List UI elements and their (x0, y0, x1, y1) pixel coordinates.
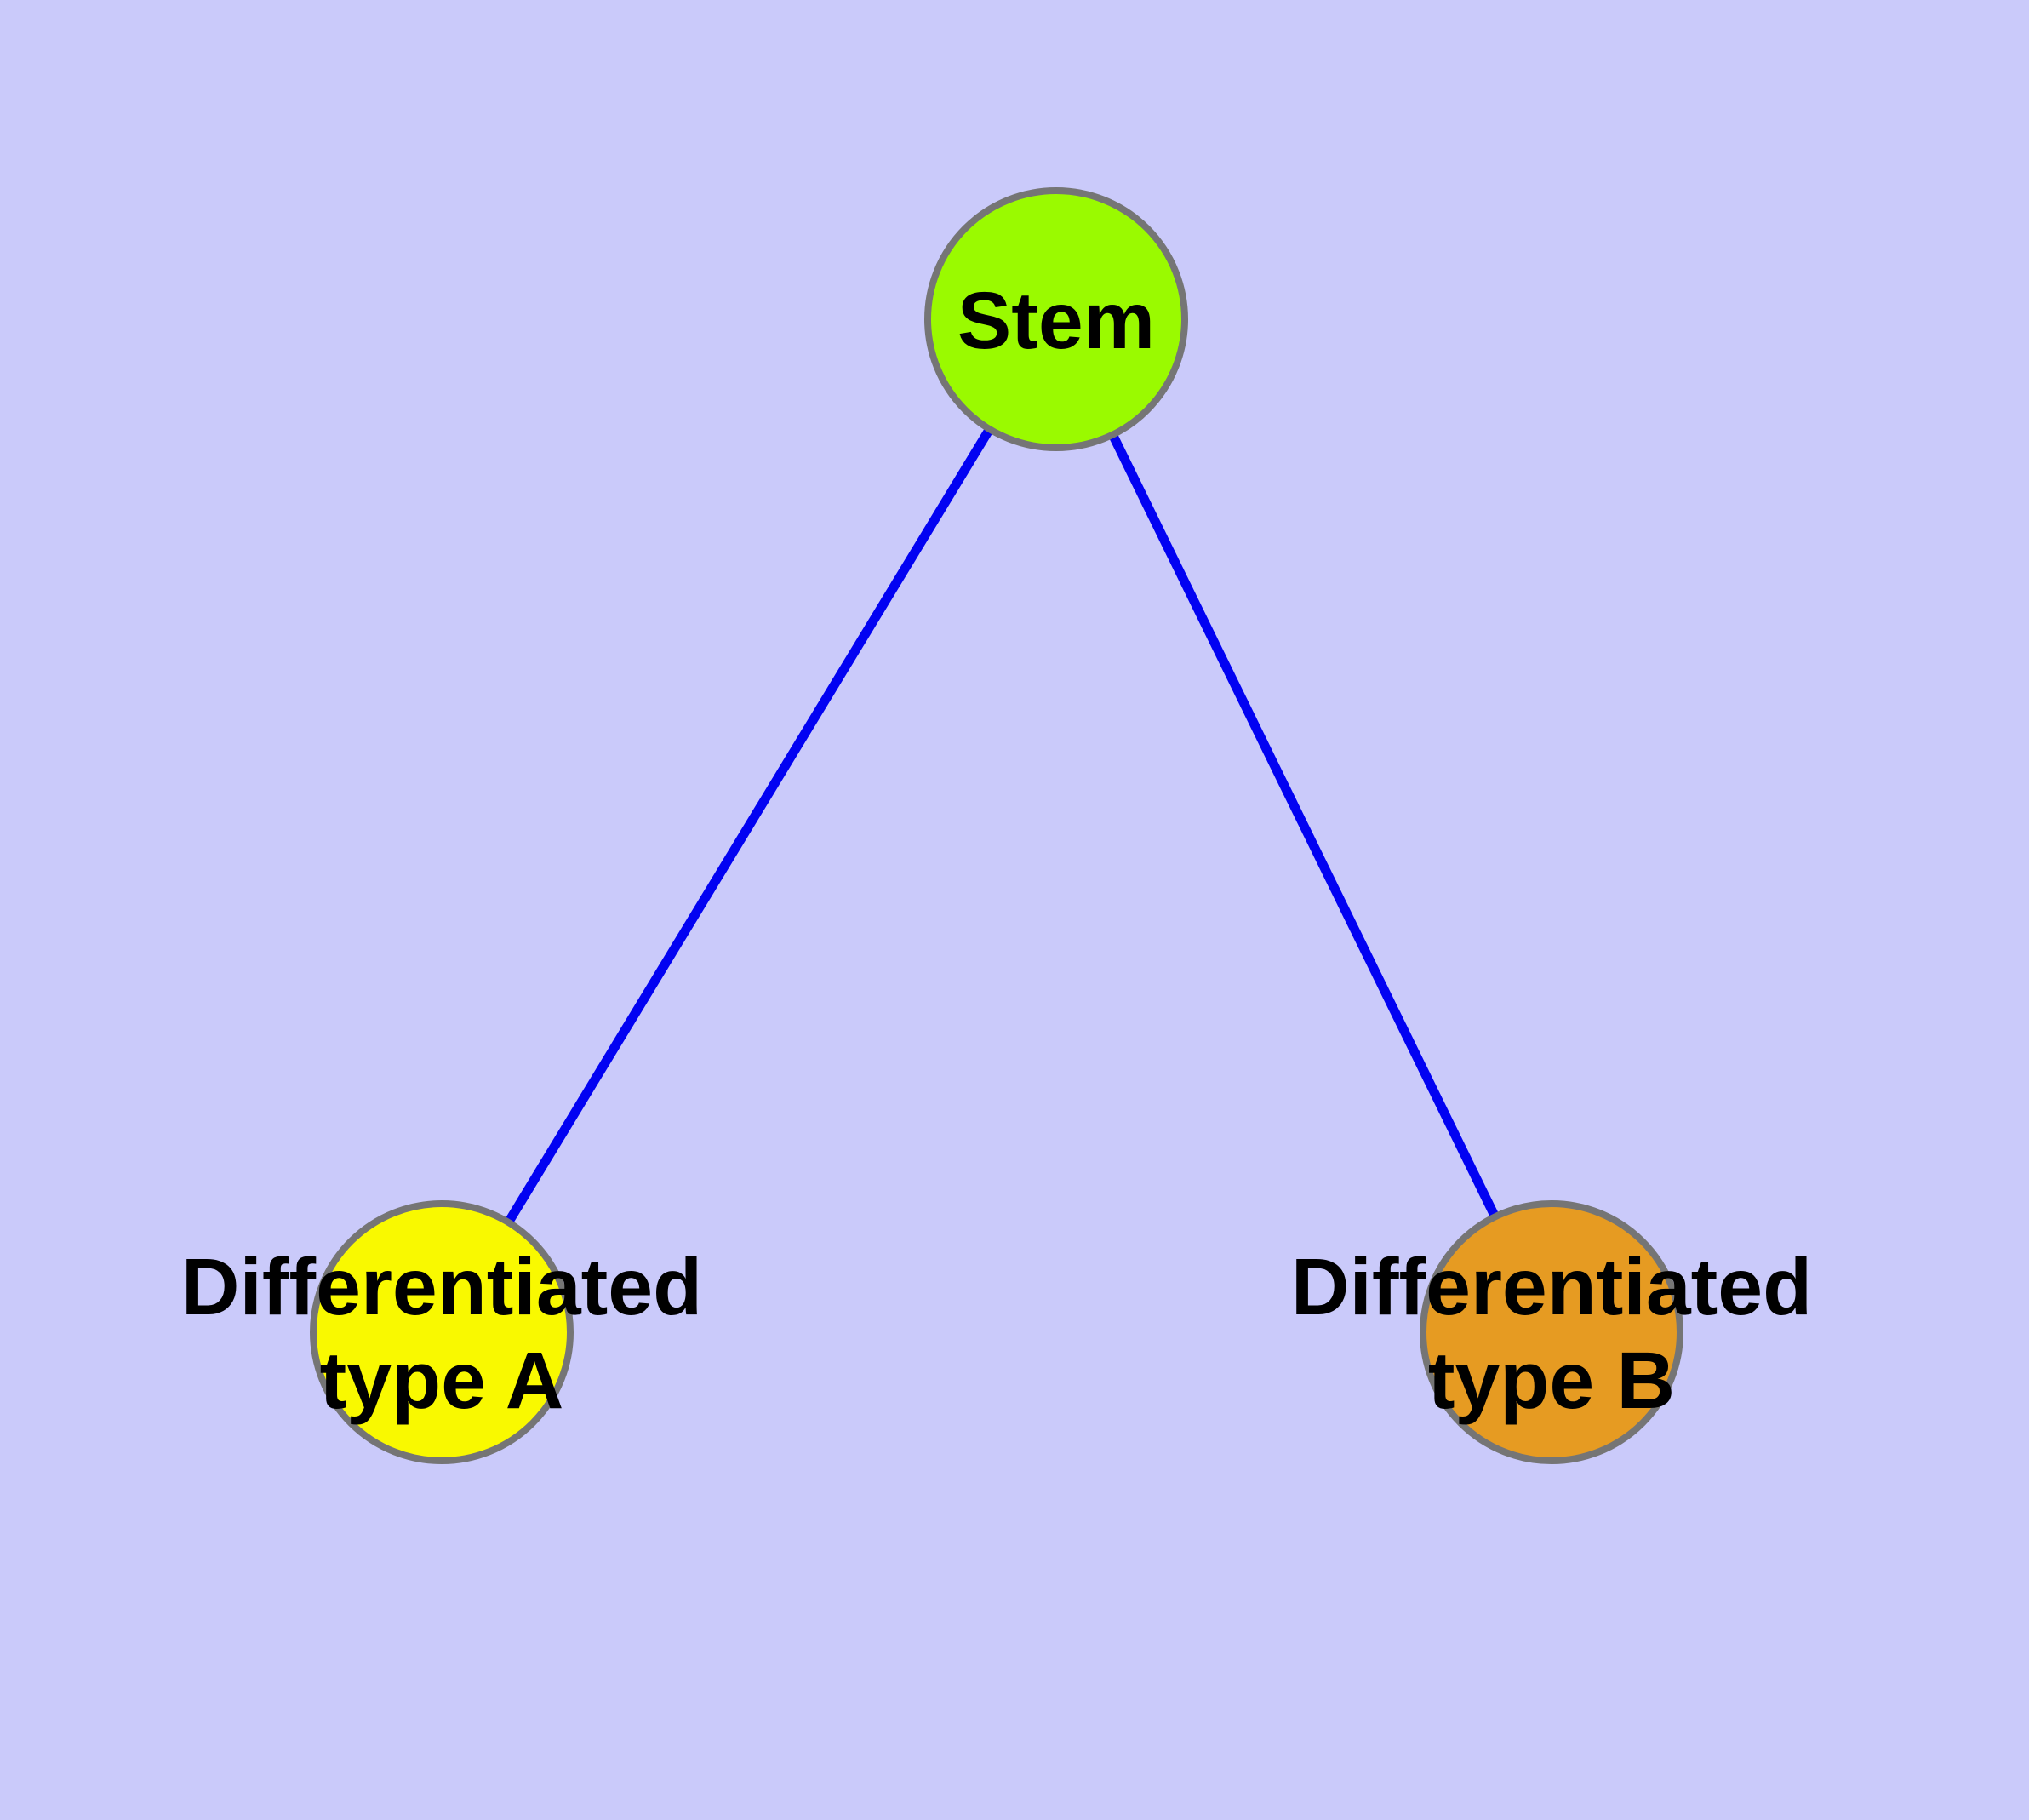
node-differentiated-type-a[interactable] (310, 1200, 574, 1464)
edge-stem-to-differentiated-type-a (437, 317, 1060, 1335)
edges-layer (437, 317, 1556, 1335)
edge-stem-to-differentiated-type-b (1052, 317, 1556, 1335)
node-stem[interactable] (924, 187, 1188, 451)
node-differentiated-type-b[interactable] (1420, 1200, 1683, 1464)
nodes-layer (310, 187, 1683, 1464)
